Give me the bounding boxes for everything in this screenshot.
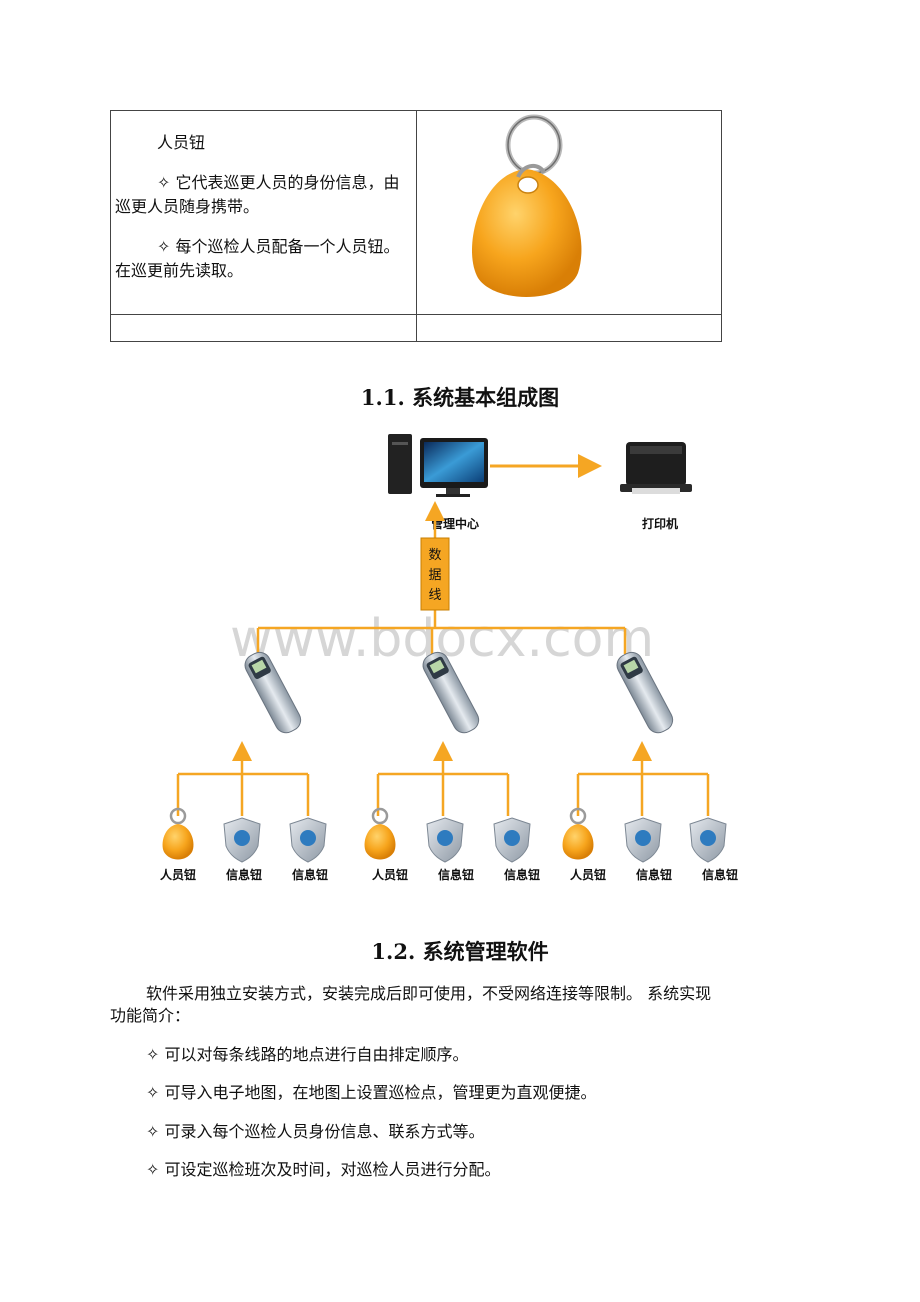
handheld-reader-icon [244, 651, 302, 734]
group-2-label-3: 信息钮 [504, 867, 540, 882]
person-button-icon [162, 807, 194, 860]
data-line-box [420, 537, 450, 611]
group-1-label-2: 信息钮 [226, 867, 262, 882]
feature-bullet-3: ✧ 可录入每个巡检人员身份信息、联系方式等。 [146, 1122, 485, 1141]
group-2-label-2: 信息钮 [438, 867, 474, 882]
table-title: 人员钮 [157, 133, 206, 152]
table-item-2: ✧ 每个巡检人员配备一个人员钮。在巡更前先读取。 [115, 237, 400, 280]
data-line-char-1: 数 [428, 548, 441, 563]
software-intro-line-2: 功能简介： [110, 1006, 191, 1025]
section-heading-software: 1.2. 系统管理软件 [371, 939, 549, 964]
system-diagram: 管理中心 打印机 www.bdocx.com 数 据 线 [160, 434, 738, 882]
info-button-icon [493, 817, 531, 863]
feature-bullet-4: ✧ 可设定巡检班次及时间，对巡检人员进行分配。 [146, 1160, 501, 1179]
group-1-label-1: 人员钮 [160, 867, 196, 882]
handheld-reader-icon [616, 651, 674, 734]
person-button-photo [471, 114, 582, 297]
info-button-icon [426, 817, 464, 863]
table-text-cell: 人员钮 ✧ 它代表巡更人员的身份信息，由巡更人员随身携带。 ✧ 每个巡检人员配备… [111, 111, 416, 314]
table-divider-horizontal [111, 314, 721, 315]
printer-icon [620, 442, 692, 494]
info-button-icon [624, 817, 662, 863]
table-item-1: ✧ 它代表巡更人员的身份信息，由巡更人员随身携带。 [115, 173, 400, 216]
group-2-label-1: 人员钮 [372, 867, 408, 882]
group-1-connectors [176, 741, 310, 816]
data-line-char-3: 线 [428, 588, 441, 603]
info-button-icon [689, 817, 727, 863]
group-3-label-3: 信息钮 [702, 867, 738, 882]
group-3-connectors [576, 741, 710, 816]
table-divider-vertical [416, 111, 417, 341]
printer-label: 打印机 [642, 516, 678, 531]
management-center-label: 管理中心 [431, 516, 479, 531]
feature-bullet-2: ✧ 可导入电子地图，在地图上设置巡检点，管理更为直观便捷。 [146, 1083, 597, 1102]
info-button-icon [223, 817, 261, 863]
computer-icon [388, 434, 488, 497]
group-2-connectors [376, 741, 510, 816]
feature-bullet-1: ✧ 可以对每条线路的地点进行自由排定顺序。 [146, 1045, 469, 1064]
handheld-reader-icon [422, 651, 480, 734]
person-button-icon [562, 807, 594, 860]
person-button-icon [364, 807, 396, 860]
group-3-label-2: 信息钮 [636, 867, 672, 882]
group-1-label-3: 信息钮 [292, 867, 328, 882]
section-heading-diagram: 1.1. 系统基本组成图 [360, 385, 560, 410]
group-3-label-1: 人员钮 [570, 867, 606, 882]
software-intro-line-1: 软件采用独立安装方式，安装完成后即可使用，不受网络连接等限制。 系统实现 [146, 984, 712, 1003]
data-line-char-2: 据 [428, 568, 441, 583]
info-button-icon [289, 817, 327, 863]
person-button-table: 人员钮 ✧ 它代表巡更人员的身份信息，由巡更人员随身携带。 ✧ 每个巡检人员配备… [110, 110, 722, 342]
